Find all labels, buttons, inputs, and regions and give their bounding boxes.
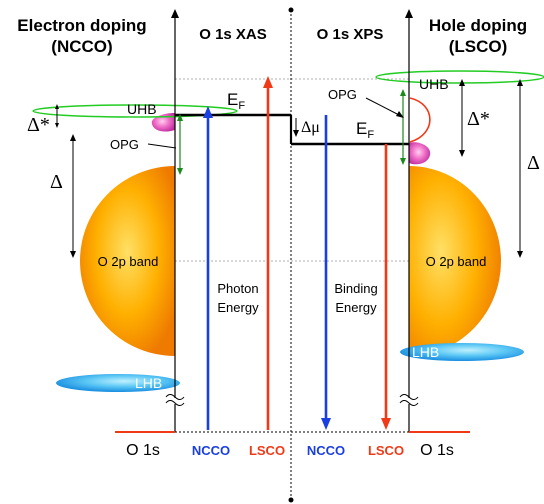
uhb-left-blob (151, 113, 175, 132)
left-subtitle: (NCCO) (51, 37, 112, 56)
center-dot-top (288, 7, 294, 13)
delta-star-right-arrowhead-down (459, 150, 465, 157)
delta-mu-label: Δμ (301, 119, 320, 136)
uhb-right-ellipse (375, 70, 544, 84)
delta-left-label: Δ (50, 171, 63, 193)
delta-right-arrowhead-up (517, 79, 523, 86)
lhb-right-ellipse (400, 343, 524, 361)
xps-title: O 1s XPS (317, 26, 384, 43)
left-axis-break (165, 394, 185, 406)
opg-left-leader (147, 143, 177, 149)
lsco-xps-arrowhead (381, 418, 391, 430)
uhb-left-ellipse (32, 104, 238, 118)
delta-star-left-arrowhead-up (55, 104, 59, 109)
left-title: Electron doping (17, 16, 146, 35)
lhb-left-label: LHB (135, 375, 162, 391)
ef-right-label: EF (356, 119, 374, 141)
opg-right-arrowhead-up (400, 89, 406, 96)
uhb-right-label: UHB (419, 76, 449, 92)
ef-left-label: EF (227, 90, 245, 112)
uhb-left-label: UHB (127, 101, 157, 117)
binding-energy-line1: Binding (334, 281, 377, 296)
delta-left-arrowhead-up (70, 134, 76, 141)
ncco-xas-arrowhead (203, 106, 213, 118)
delta-star-right-arrowhead-up (459, 79, 465, 86)
delta-star-right-label: Δ* (467, 108, 490, 130)
delta-mu-arrowhead (293, 130, 299, 137)
opg-left-arrowhead-up (177, 114, 183, 121)
ncco-xps-arrowhead (321, 418, 331, 430)
right-axis-arrowhead (405, 9, 413, 18)
opg-left-arrowhead-down (177, 168, 183, 175)
ncco-xas-label: NCCO (192, 443, 230, 458)
o2p-right-label: O 2p band (426, 254, 487, 269)
lhb-right-label: LHB (412, 344, 439, 360)
lsco-xas-arrowhead (263, 76, 273, 88)
delta-left-arrowhead-down (70, 251, 76, 258)
lsco-xps-label: LSCO (368, 443, 404, 458)
opg-right-label: OPG (328, 87, 357, 102)
o2p-left-label: O 2p band (98, 254, 159, 269)
opg-right-leader-head (396, 111, 404, 118)
opg-left-label: OPG (110, 137, 139, 152)
photon-energy-line2: Energy (217, 300, 259, 315)
delta-right-label: Δ (527, 152, 540, 174)
delta-right-arrowhead-down (517, 251, 523, 258)
opg-right-arc (409, 97, 431, 143)
right-axis-break (399, 394, 419, 406)
delta-star-left-arrowhead-down (55, 123, 59, 128)
delta-star-left-label: Δ* (27, 114, 50, 136)
opg-right-arrowhead-down (400, 158, 406, 165)
lsco-xas-label: LSCO (249, 443, 285, 458)
right-subtitle: (LSCO) (449, 37, 508, 56)
center-dot-bottom (288, 497, 294, 503)
photon-energy-line1: Photon (217, 281, 258, 296)
o2p-band-right-sphere (409, 166, 501, 356)
opg-right-leader (365, 97, 402, 117)
right-title: Hole doping (429, 16, 527, 35)
binding-energy-line2: Energy (335, 300, 377, 315)
pink-right-blob (409, 142, 431, 165)
xas-title: O 1s XAS (199, 26, 267, 43)
o2p-band-left-sphere (80, 166, 175, 356)
ncco-xps-label: NCCO (307, 443, 345, 458)
lhb-left-ellipse (56, 374, 180, 392)
o1s-right-label: O 1s (420, 442, 454, 459)
o1s-left-label: O 1s (126, 442, 160, 459)
left-axis-arrowhead (171, 9, 179, 18)
